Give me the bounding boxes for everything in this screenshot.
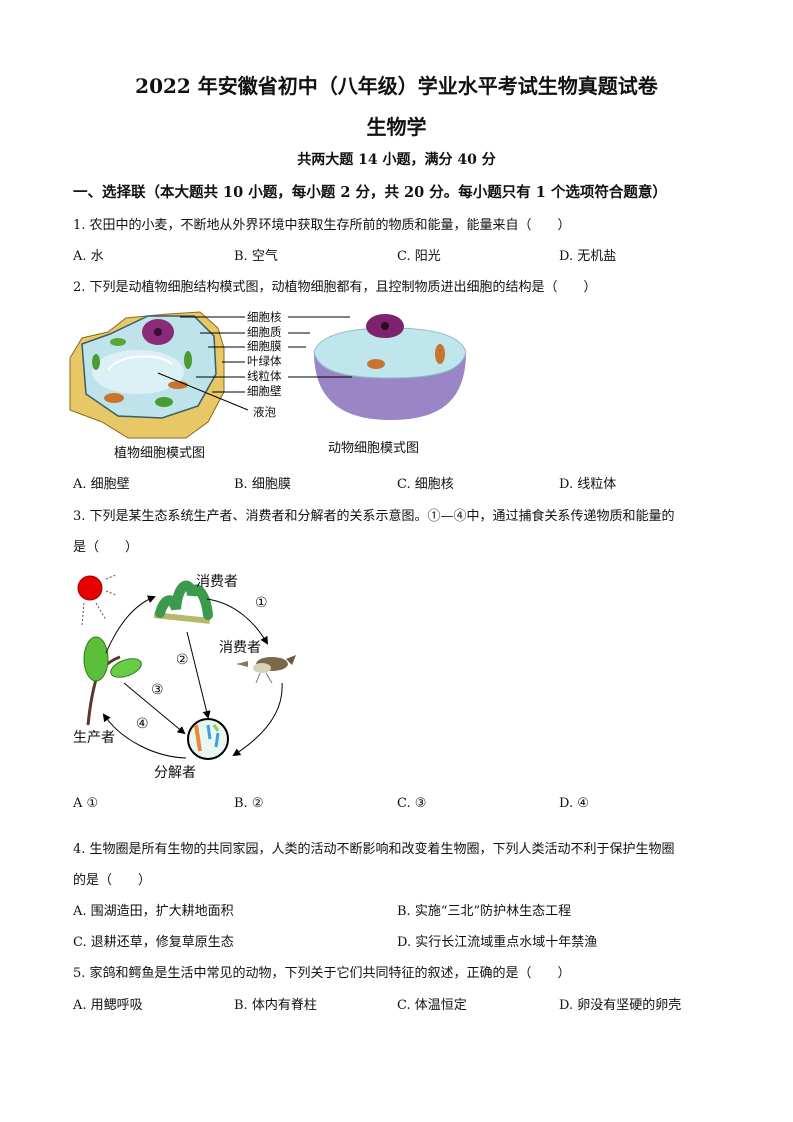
q5-option-a[interactable]: A. 用鳃呼吸 bbox=[73, 998, 143, 1013]
bird-icon bbox=[236, 655, 296, 684]
q2-option-c[interactable]: C. 细胞核 bbox=[397, 477, 454, 492]
q4-option-a[interactable]: A. 围湖造田，扩大耕地面积 bbox=[73, 904, 234, 919]
label-cell-wall: 细胞壁 bbox=[247, 384, 282, 398]
subject-title: 生物学 bbox=[366, 115, 427, 139]
q1-option-c[interactable]: C. 阳光 bbox=[397, 249, 441, 264]
question-5-stem: 5. 家鸽和鳄鱼是生活中常见的动物，下列关于它们共同特征的叙述，正确的是（ ） bbox=[73, 966, 571, 981]
q3-option-d[interactable]: D. ④ bbox=[559, 796, 589, 811]
q5-option-b[interactable]: B. 体内有脊柱 bbox=[234, 998, 317, 1013]
plant-cell-illustration bbox=[69, 311, 225, 439]
question-3-stem-line2: 是（ ） bbox=[73, 540, 139, 555]
q2-option-d[interactable]: D. 线粒体 bbox=[559, 477, 617, 492]
plant-cell-caption: 植物细胞模式图 bbox=[114, 446, 206, 461]
arrow-label-3: ③ bbox=[151, 682, 164, 698]
exam-summary: 共两大题 14 小题，满分 40 分 bbox=[297, 152, 496, 168]
question-3-stem-line1: 3. 下列是某生态系统生产者、消费者和分解者的关系示意图。①—④中，通过捕食关系… bbox=[73, 509, 675, 524]
q5-option-c[interactable]: C. 体温恒定 bbox=[397, 998, 467, 1013]
q3-option-b[interactable]: B. ② bbox=[234, 796, 264, 811]
arrow-label-2: ② bbox=[176, 652, 189, 668]
label-consumer-2: 消费者 bbox=[219, 640, 261, 656]
label-producer: 生产者 bbox=[73, 730, 115, 746]
plant-icon bbox=[83, 636, 142, 726]
arrow-label-1: ① bbox=[255, 595, 268, 611]
question-4-stem-line1: 4. 生物圈是所有生物的共同家园，人类的活动不断影响和改变着生物圈，下列人类活动… bbox=[73, 842, 675, 857]
animal-cell-illustration bbox=[313, 314, 467, 420]
q1-option-a[interactable]: A. 水 bbox=[73, 249, 104, 264]
q1-option-b[interactable]: B. 空气 bbox=[234, 249, 278, 264]
question-1-stem: 1. 农田中的小麦，不断地从外界环境中获取生存所前的物质和能量，能量来自（ ） bbox=[73, 218, 571, 233]
label-cell-membrane: 细胞膜 bbox=[247, 339, 282, 353]
label-decomposer: 分解者 bbox=[154, 765, 196, 781]
q4-option-b[interactable]: B. 实施“三北”防护林生态工程 bbox=[397, 904, 572, 919]
q4-option-c[interactable]: C. 退耕还草，修复草原生态 bbox=[73, 935, 234, 950]
q5-option-d[interactable]: D. 卵没有坚硬的卵壳 bbox=[559, 998, 682, 1013]
animal-cell-caption: 动物细胞模式图 bbox=[328, 441, 420, 456]
q2-option-b[interactable]: B. 细胞膜 bbox=[234, 477, 291, 492]
decomposer-icon bbox=[187, 718, 229, 760]
ecosystem-illustration bbox=[77, 574, 296, 760]
label-cytoplasm: 细胞质 bbox=[247, 325, 282, 339]
q3-option-c[interactable]: C. ③ bbox=[397, 796, 427, 811]
label-vacuole: 液泡 bbox=[253, 405, 276, 419]
q3-option-a[interactable]: A ① bbox=[73, 796, 99, 811]
q2-option-a[interactable]: A. 细胞壁 bbox=[73, 477, 130, 492]
label-consumer-1: 消费者 bbox=[196, 574, 238, 590]
section-heading: 一、选择联（本大题共 10 小题，每小题 2 分，共 20 分。每小题只有 1 … bbox=[73, 184, 667, 201]
q4-option-d[interactable]: D. 实行长江流域重点水域十年禁渔 bbox=[397, 935, 598, 950]
q1-option-d[interactable]: D. 无机盐 bbox=[559, 249, 617, 264]
label-mitochondria: 线粒体 bbox=[247, 369, 282, 383]
exam-title: 2022 年安徽省初中（八年级）学业水平考试生物真题试卷 bbox=[135, 74, 658, 98]
label-leader-lines bbox=[157, 316, 352, 411]
caterpillar-icon bbox=[153, 580, 213, 624]
label-nucleus: 细胞核 bbox=[247, 310, 282, 324]
sun-icon bbox=[77, 574, 117, 626]
label-chloroplast: 叶绿体 bbox=[247, 354, 282, 368]
question-2-stem: 2. 下列是动植物细胞结构模式图，动植物细胞都有，且控制物质进出细胞的结构是（ … bbox=[73, 280, 597, 295]
question-4-stem-line2: 的是（ ） bbox=[73, 873, 152, 888]
arrow-label-4: ④ bbox=[136, 716, 149, 732]
